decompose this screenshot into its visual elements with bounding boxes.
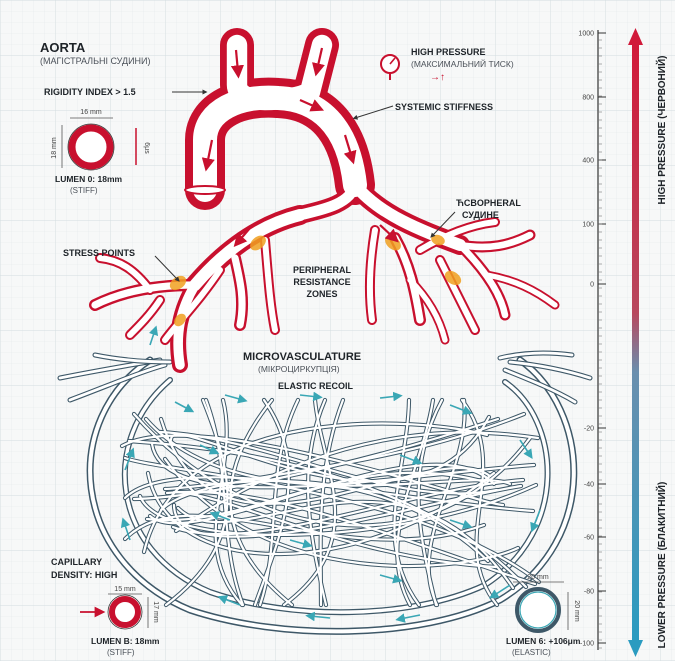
scale-tick-label: 400 [582, 158, 594, 165]
zones-label-3: ZONES [306, 289, 337, 299]
rigidity-index-label: RIGIDITY INDEX > 1.5 [44, 87, 136, 97]
aorta-opening [185, 186, 225, 194]
scale-tick-label: 0 [590, 282, 594, 289]
high-pressure-title: HIGH PRESSURE [411, 47, 486, 57]
scale-tick-label: -60 [584, 535, 594, 542]
lumen-b-sub: (STIFF) [107, 648, 135, 657]
pressure-gradient-bar [632, 45, 639, 640]
peripheral-label-1: ЋCBOPHERAL [456, 198, 521, 208]
systemic-stiffness-label: SYSTEMIC STIFFNESS [395, 102, 493, 112]
scale-tick-label: -40 [584, 482, 594, 489]
microvasculature-subtitle: (МІКРОЦИРКУПЦІЯ) [258, 364, 340, 374]
lumen-c-label: LUMEN 6: +106μm [506, 636, 581, 646]
ring-b-dim-top: 15 mm [114, 586, 136, 593]
microvasculature-title: MICROVASCULATURE [243, 351, 361, 363]
lumen-c-sub: (ELASTIC) [512, 648, 551, 657]
scale-tick-label: 800 [582, 95, 594, 102]
lumen-b-label: LUMEN B: 18mm [91, 636, 160, 646]
zones-label-1: PERIPHERAL [293, 265, 352, 275]
ring-a-dim-top: 16 mm [80, 109, 102, 116]
high-pressure-subtitle: (МАКСИМАЛЬНИЙ ТИСК) [411, 58, 514, 69]
lumen-a-label: LUMEN 0: 18mm [55, 174, 123, 184]
ring-c-dim-side: 20 mm [573, 600, 580, 622]
ring-a-dim-side: 18 mm [51, 137, 58, 159]
capillary-label-2: DENSITY: HIGH [51, 570, 117, 580]
scale-tick-label: -80 [584, 589, 594, 596]
scale-tick-label: 1000 [578, 31, 594, 38]
aorta-subtitle: (МАГІСТРАЛЬНІ СУДИНИ) [40, 56, 151, 66]
low-pressure-scale-label: LOWER PRESSURE (БЛАКИТНИЙ) [655, 482, 668, 649]
ring-b-dim-side: 17 mm [152, 601, 159, 623]
scale-tick-label: -100 [580, 641, 594, 648]
scale-tick-label: -20 [584, 426, 594, 433]
scale-tick-label: 100 [582, 222, 594, 229]
ring-a-dim-right: 6μs [143, 142, 150, 154]
elastic-recoil-label: ELASTIC RECOIL [278, 381, 354, 391]
ring-c-dim-top: 20 mm [527, 574, 549, 581]
high-pressure-arrow: →↑ [430, 72, 445, 83]
stress-points-label: STRESS POINTS [63, 248, 135, 258]
zones-label-2: RESISTANCE [293, 277, 350, 287]
high-pressure-scale-label: HIGH PRESSURE (ЧЕРВОНИЙ) [655, 56, 668, 205]
lumen-a-sub: (STIFF) [70, 186, 98, 195]
aorta-title: AORTA [40, 40, 86, 55]
peripheral-label-2: СУДИНЕ [462, 210, 499, 220]
capillary-label-1: CAPILLARY [51, 557, 102, 567]
